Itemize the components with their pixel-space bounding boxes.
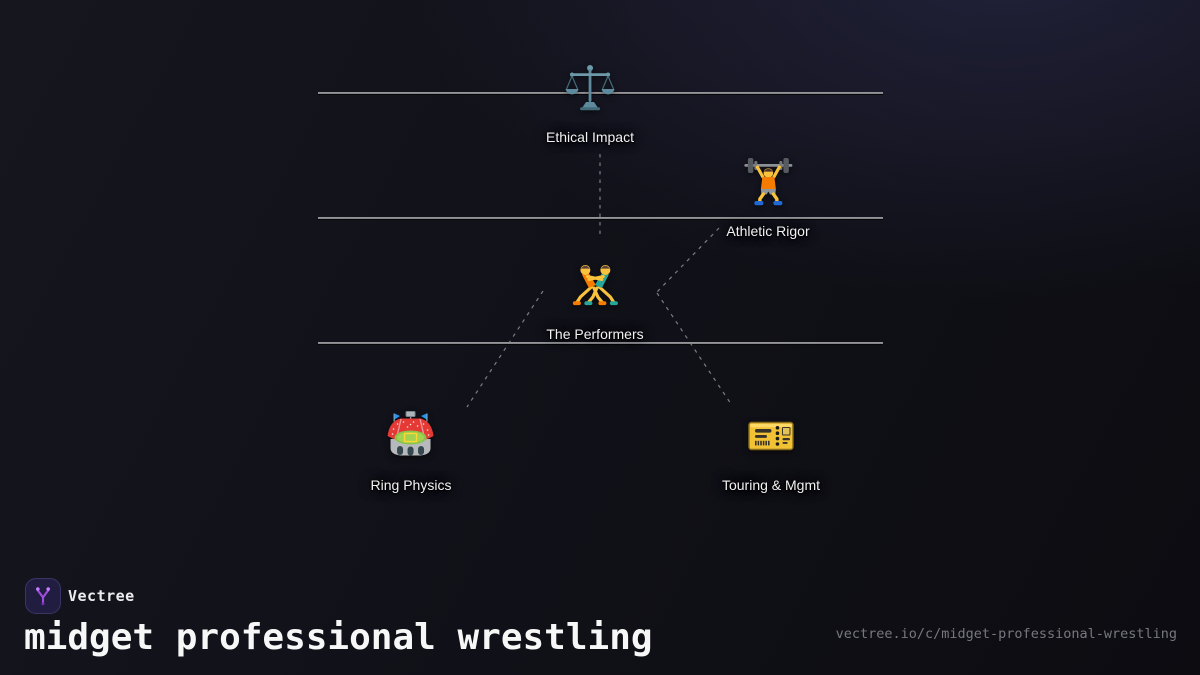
brand-name: Vectree: [68, 587, 135, 605]
tree-node-label: Athletic Rigor: [726, 223, 810, 239]
tier-line-1: [318, 92, 883, 94]
tree-node-label: The Performers: [546, 326, 644, 342]
tree-node-ethical-impact[interactable]: Ethical Impact: [546, 61, 634, 146]
edge-performers-touring: [656, 292, 732, 405]
tree-node-label: Ethical Impact: [546, 129, 634, 145]
stadium-icon: [384, 409, 438, 463]
admission-tickets-icon: [744, 409, 798, 463]
tree-node-label: Ring Physics: [370, 477, 452, 493]
tree-node-the-performers[interactable]: The Performers: [546, 258, 644, 343]
share-url: vectree.io/c/midget-professional-wrestli…: [835, 626, 1177, 642]
tree-node-touring-mgmt[interactable]: Touring & Mgmt: [722, 409, 820, 494]
page-title: midget professional wrestling: [24, 617, 653, 658]
vectree-logo: [25, 578, 61, 614]
tier-line-3: [318, 342, 883, 344]
branch-icon: [36, 587, 50, 606]
tree-node-athletic-rigor[interactable]: Athletic Rigor: [726, 155, 810, 240]
edge-performers-ring: [466, 290, 544, 408]
tree-node-ring-physics[interactable]: Ring Physics: [370, 409, 452, 494]
balance-scale-icon: [563, 61, 617, 115]
weightlifter-icon: [741, 155, 795, 209]
wrestlers-icon: [568, 258, 622, 312]
edge-athletic-performers: [656, 227, 720, 293]
tree-node-label: Touring & Mgmt: [721, 477, 821, 493]
